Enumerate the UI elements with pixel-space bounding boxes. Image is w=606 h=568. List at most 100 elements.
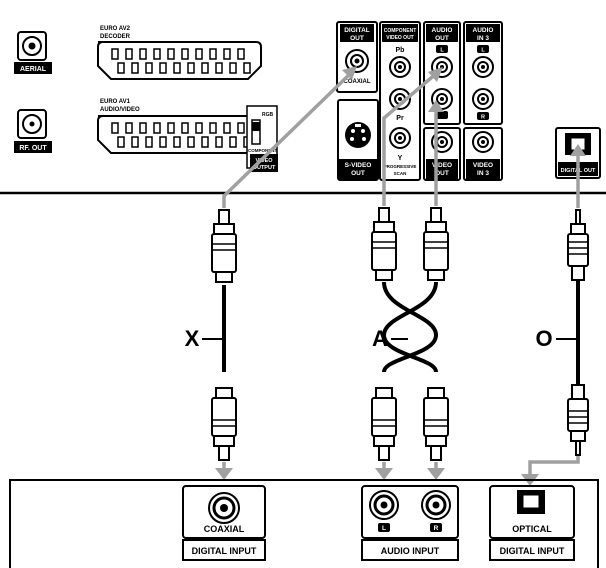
scart-pin [229,136,237,148]
scart-pin [229,62,237,74]
euro-av1-subtitle: AUDIO/VIDEO [100,107,140,113]
scart-pin [111,48,119,60]
scart-pin [145,136,153,148]
receiver-audio-input: L R AUDIO INPUT [361,485,459,561]
switch-label-2: OUTPUT [253,165,276,171]
audio-in-3: AUDIO IN 3 L R [463,21,503,125]
video-output-switch[interactable]: RGB COMPONENT VIDEO OUTPUT [246,105,278,172]
component-label-2: VIDEO OUT [386,35,414,41]
switch-label-1: VIDEO [255,158,273,164]
audio-in-l-badge: L [481,48,485,54]
scart-pin [159,136,167,148]
scart-pin [201,62,209,74]
scart-pin [125,48,133,60]
euro-av2-title: EURO AV2 [100,26,131,32]
receiver-optical-group: DIGITAL INPUT [500,546,565,556]
scart-pin [139,122,147,134]
scart-pin [159,62,167,74]
cable-label-a: A [372,326,388,351]
y-label: Y [398,155,403,162]
scart-pin [237,122,245,134]
video-in-label-1: VIDEO [473,162,493,169]
aerial-label: AERIAL [20,66,47,73]
euro-av1-title: EURO AV1 [100,99,131,105]
scart-pin [153,48,161,60]
euro-av2-subtitle: DECODER [100,34,131,40]
video-in-label-2: IN 3 [477,170,489,177]
svideo-label-2: OUT [351,170,365,177]
coaxial-cable [211,209,237,461]
scart-pin [187,136,195,148]
pr-label: Pr [396,115,404,122]
scart-pin [181,48,189,60]
scart-pin [111,122,119,134]
receiver-optical-input: OPTICAL DIGITAL INPUT [489,485,575,561]
receiver-r-badge: R [434,525,439,532]
scart-pin [223,48,231,60]
receiver-optical-label: OPTICAL [512,524,552,534]
scart-pin [153,122,161,134]
receiver-coaxial-group: DIGITAL INPUT [192,546,257,556]
audio-out-l-badge: L [440,48,444,54]
player-rear-panel: AERIAL RF. OUT EURO AV2 DECODER EURO AV1… [0,21,606,195]
aerial-jack: AERIAL [14,31,52,74]
cable-label-x: X [185,326,200,351]
video-out: VIDEO OUT [423,127,461,181]
scart-pin [195,48,203,60]
progressive-label-1: PROGRESSIVE [384,164,417,169]
scart-pin [167,122,175,134]
receiver-audio-group: AUDIO INPUT [381,546,440,556]
scart-pin [145,62,153,74]
scart-pin [167,48,175,60]
svideo-label-1: S-VIDEO [345,162,372,169]
optical-arrow-down [528,456,580,478]
scart-pin [223,122,231,134]
audio-arrow-left-up [382,70,440,206]
video-out-label-2: OUT [435,170,449,177]
pb-label: Pb [396,47,405,54]
scart-pin [117,136,125,148]
scart-pin [243,62,251,74]
audio-out: AUDIO OUT L [423,21,461,125]
audio-in-label-2: IN 3 [477,35,489,42]
scart-pin [139,48,147,60]
euro-av2-connector: EURO AV2 DECODER [97,26,262,80]
scart-pin [181,122,189,134]
optical-cable [567,209,589,456]
scart-pin [237,48,245,60]
euro-av1-connector: EURO AV1 AUDIO/VIDEO [97,99,262,154]
audio-in-label-1: AUDIO [473,27,494,34]
scart-pin [215,136,223,148]
s-video-out: S-VIDEO OUT [337,99,379,181]
digital-out-label-1: DIGITAL [344,27,370,34]
scart-pin [173,136,181,148]
scart-pin [173,62,181,74]
audio-in-r-badge: R [481,115,485,121]
audio-out-label-1: AUDIO [432,27,453,34]
receiver-l-badge: L [382,525,386,532]
cables: X A O [185,207,589,461]
scart-pin [201,136,209,148]
audio-out-label-2: OUT [435,35,449,42]
receiver-coaxial-input: COAXIAL DIGITAL INPUT [182,485,266,561]
switch-component-label: COMPONENT [248,148,278,153]
coaxial-arrow-up [222,70,354,208]
rf-out-label: RF. OUT [19,145,47,152]
rf-out-jack: RF. OUT [14,109,52,153]
coaxial-out-label: COAXIAL [344,79,371,85]
video-out-label-1: VIDEO [432,162,452,169]
scart-pin [195,122,203,134]
component-label-1: COMPONENT [384,28,417,34]
video-in-3: VIDEO IN 3 [463,127,503,181]
switch-rgb-label: RGB [262,112,274,118]
progressive-label-2: SCAN [394,171,407,176]
scart-pin [117,62,125,74]
receiver-panel: COAXIAL DIGITAL INPUT L R AUDIO INPUT OP [9,479,599,568]
cable-label-o: O [535,326,552,351]
scart-pin [209,48,217,60]
scart-pin [215,62,223,74]
scart-pin [131,136,139,148]
scart-pin [131,62,139,74]
scart-pin [209,122,217,134]
